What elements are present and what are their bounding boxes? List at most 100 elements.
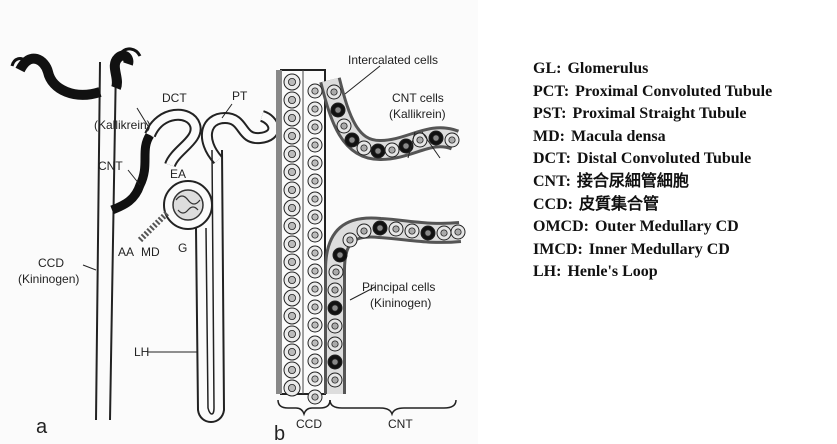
cnt-upper-cell-nucleus bbox=[341, 123, 347, 129]
label-ccd: CCD bbox=[38, 256, 64, 270]
legend-text: 接合尿細管細胞 bbox=[577, 173, 689, 190]
legend-text: Proximal Convoluted Tubule bbox=[575, 83, 772, 100]
cnt-lower-cell-nucleus bbox=[332, 377, 338, 383]
legend-row: DCT: Distal Convoluted Tubule bbox=[533, 148, 772, 171]
label-lh: LH bbox=[134, 345, 149, 359]
cnt-lower-cell-nucleus bbox=[347, 237, 353, 243]
legend-row: LH: Henle's Loop bbox=[533, 261, 772, 284]
legend-abbr: IMCD: bbox=[533, 241, 583, 258]
cnt-lower-cell-nucleus bbox=[332, 359, 338, 365]
ccd-cell-nucleus bbox=[312, 124, 318, 130]
cnt-upper-cell-nucleus bbox=[403, 143, 409, 149]
ccd-cell-nucleus bbox=[288, 258, 295, 265]
ccd-cell-nucleus bbox=[312, 178, 318, 184]
label-kallikrein: (Kallikrein) bbox=[94, 118, 151, 132]
ccd-cell-nucleus bbox=[288, 366, 295, 373]
cnt-lower-cell-nucleus bbox=[332, 287, 338, 293]
cnt-lower-cell-nucleus bbox=[409, 228, 415, 234]
ccd-cell-nucleus bbox=[312, 268, 318, 274]
ccd-cell-nucleus bbox=[312, 376, 318, 382]
label-panel-b: b bbox=[274, 423, 285, 444]
cnt-lower-cell-nucleus bbox=[332, 323, 338, 329]
legend-abbr: CCD: bbox=[533, 196, 573, 213]
label-ea: EA bbox=[170, 167, 186, 181]
ccd-cell-nucleus bbox=[288, 222, 295, 229]
nephron-figure: (Kallikrein) DCT PT CNT EA MD AA G CCD (… bbox=[0, 0, 478, 444]
ccd-cell-nucleus bbox=[312, 304, 318, 310]
legend-row: IMCD:Inner Medullary CD bbox=[533, 239, 772, 262]
legend-row: CCD: 皮質集合管 bbox=[533, 194, 772, 217]
ccd-cell-nucleus bbox=[312, 322, 318, 328]
legend-abbr: PCT: bbox=[533, 83, 569, 100]
cnt-lower-cell-nucleus bbox=[455, 229, 461, 235]
ccd-cell-nucleus bbox=[312, 232, 318, 238]
legend-row: MD: Macula densa bbox=[533, 126, 772, 149]
label-cnt-kallikrein: (Kallikrein) bbox=[389, 107, 446, 121]
ccd-cell-nucleus bbox=[312, 214, 318, 220]
legend-row: CNT: 接合尿細管細胞 bbox=[533, 171, 772, 194]
ccd-cell-nucleus bbox=[288, 312, 295, 319]
ccd-cell-nucleus bbox=[288, 240, 295, 247]
cnt-lower-cell-nucleus bbox=[425, 230, 431, 236]
ccd-cell-nucleus bbox=[312, 142, 318, 148]
label-principal-kininogen: (Kininogen) bbox=[370, 296, 431, 310]
legend-row: PST:Proximal Straight Tubule bbox=[533, 103, 772, 126]
ccd-cell-nucleus bbox=[288, 132, 295, 139]
ccd-cell-nucleus bbox=[288, 96, 295, 103]
cnt-lower-cell-nucleus bbox=[377, 225, 383, 231]
label-g: G bbox=[178, 241, 187, 255]
legend-abbr: MD: bbox=[533, 128, 565, 145]
legend-abbr: GL: bbox=[533, 60, 561, 77]
cnt-upper-cell-nucleus bbox=[389, 147, 395, 153]
legend-text: Distal Convoluted Tubule bbox=[577, 150, 751, 167]
cnt-upper-cell-nucleus bbox=[433, 135, 439, 141]
ccd-cell-nucleus bbox=[312, 160, 318, 166]
label-cnt: CNT bbox=[98, 159, 123, 173]
legend-text: Outer Medullary CD bbox=[595, 218, 739, 235]
cnt-lower-cell-nucleus bbox=[337, 252, 343, 258]
label-cnt-cells: CNT cells bbox=[392, 91, 444, 105]
cnt-upper-cell-nucleus bbox=[335, 107, 341, 113]
cnt-upper-cell-nucleus bbox=[361, 145, 367, 151]
cnt-lower-cell-nucleus bbox=[333, 269, 339, 275]
legend-text: Proximal Straight Tubule bbox=[572, 105, 746, 122]
ccd-cell-nucleus bbox=[288, 186, 295, 193]
legend-text: Macula densa bbox=[571, 128, 666, 145]
label-intercalated: Intercalated cells bbox=[348, 53, 438, 67]
ccd-cell-nucleus bbox=[288, 330, 295, 337]
cnt-upper-cell-nucleus bbox=[331, 89, 337, 95]
nephron-diagram: (Kallikrein) DCT PT CNT EA MD AA G CCD (… bbox=[0, 0, 478, 444]
legend-text: 皮質集合管 bbox=[579, 196, 659, 213]
ccd-cell-nucleus bbox=[288, 114, 295, 121]
ccd-cell-nucleus bbox=[288, 348, 295, 355]
legend-abbr: DCT: bbox=[533, 150, 571, 167]
label-aa: AA bbox=[118, 245, 134, 259]
label-kininogen: (Kininogen) bbox=[18, 272, 79, 286]
ccd-cell-nucleus bbox=[312, 106, 318, 112]
cnt-lower-cell-nucleus bbox=[361, 228, 367, 234]
ccd-cell-nucleus bbox=[312, 196, 318, 202]
legend-row: PCT: Proximal Convoluted Tubule bbox=[533, 81, 772, 104]
legend-abbr: OMCD: bbox=[533, 218, 589, 235]
ccd-cell-nucleus bbox=[288, 150, 295, 157]
cnt-lower-cell-nucleus bbox=[332, 305, 338, 311]
ccd-cell-nucleus bbox=[288, 168, 295, 175]
legend-abbr: CNT: bbox=[533, 173, 571, 190]
cnt-upper-cell-nucleus bbox=[449, 137, 455, 143]
ccd-column-outer-shade bbox=[276, 70, 282, 394]
ccd-cell-nucleus bbox=[312, 340, 318, 346]
ccd-cell-nucleus bbox=[288, 294, 295, 301]
cnt-upper-cell-nucleus bbox=[375, 148, 381, 154]
ccd-cell-nucleus bbox=[288, 204, 295, 211]
label-md: MD bbox=[141, 245, 160, 259]
label-pt: PT bbox=[232, 89, 248, 103]
legend-abbr: LH: bbox=[533, 263, 561, 280]
label-dct: DCT bbox=[162, 91, 187, 105]
ccd-cell-nucleus bbox=[288, 78, 295, 85]
ccd-cell-nucleus bbox=[312, 358, 318, 364]
legend-text: Henle's Loop bbox=[567, 263, 657, 280]
ccd-cell-nucleus bbox=[312, 286, 318, 292]
label-panel-b-cnt: CNT bbox=[388, 417, 413, 431]
ccd-cell-nucleus bbox=[288, 384, 295, 391]
